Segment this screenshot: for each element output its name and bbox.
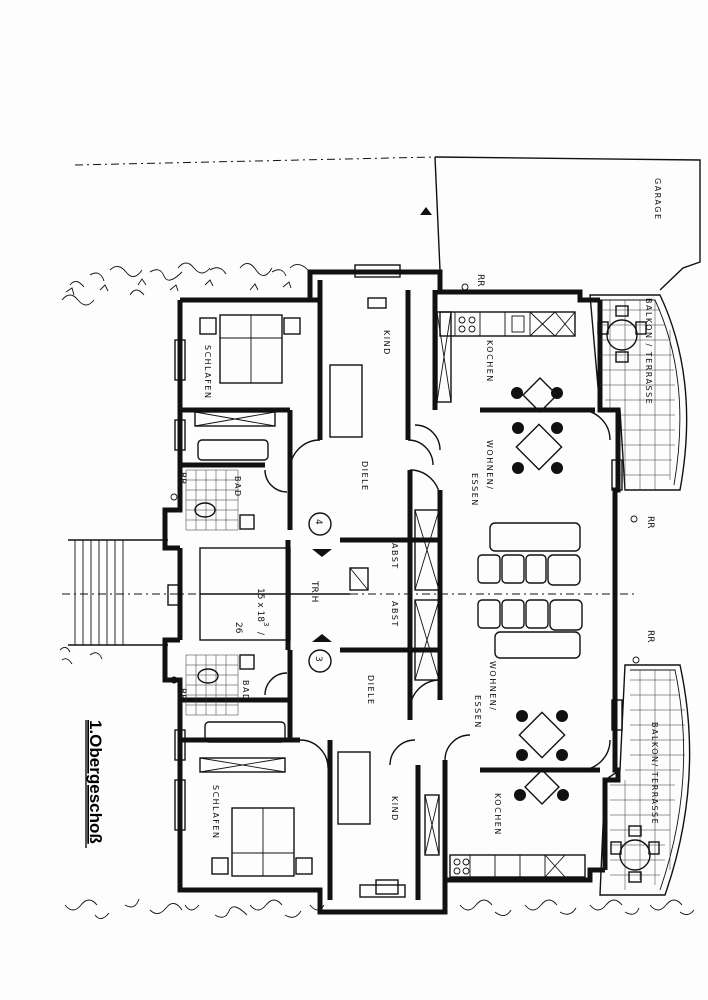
vegetation-left — [59, 647, 103, 665]
label-diele-bottom: DIELE — [366, 675, 375, 706]
label-bad-top: BAD — [233, 476, 242, 498]
label-rr-5: RR — [177, 688, 187, 701]
label-wohnen-bottom: WOHNEN/ — [488, 661, 497, 711]
entry-number-top: 4 — [313, 519, 323, 525]
label-stair-dims-a: 15 x 18 — [255, 588, 265, 622]
label-essen-top: ESSEN — [470, 473, 479, 507]
balcony-top — [589, 294, 688, 491]
label-garage: GARAGE — [653, 178, 662, 221]
label-abst-bottom: ABST — [390, 601, 399, 628]
garage-arrow-icon — [420, 207, 432, 215]
bed-bottom — [211, 807, 313, 877]
label-schlafen-top: SCHLAFEN — [203, 345, 212, 399]
bed-top — [199, 314, 301, 384]
interior-walls — [180, 280, 600, 900]
label-diele-top: DIELE — [360, 461, 369, 492]
label-stair-dims-sup: 3 — [262, 622, 270, 626]
garage: GARAGE — [420, 156, 701, 291]
vegetation-top — [61, 262, 309, 306]
label-rr-2: RR — [177, 472, 187, 485]
label-trh: TR H — [309, 580, 319, 602]
label-kind-top: KIND — [382, 330, 391, 356]
label-rr-1: RR — [475, 274, 485, 287]
staircase — [167, 547, 369, 642]
bathroom-bottom — [185, 654, 286, 743]
doors — [264, 409, 611, 771]
label-kind-bottom: KIND — [390, 796, 399, 822]
rr-marker — [461, 283, 469, 291]
stair-arrow-down-icon — [312, 634, 332, 642]
label-essen-bottom: ESSEN — [473, 695, 482, 729]
label-balkon-bottom: BALKON/ TERRASSE — [650, 722, 659, 825]
kind-beds — [329, 297, 399, 895]
label-balkon-top: BALKON / TERRASSE — [644, 298, 653, 405]
rr-marker — [170, 676, 178, 684]
label-rr-3: RR — [645, 516, 655, 529]
rr-marker — [630, 515, 638, 523]
stair-arrow-up-icon — [312, 549, 332, 557]
label-kochen-bottom: KOCHEN — [493, 793, 502, 836]
balcony-bottom — [599, 664, 691, 896]
label-wohnen-top: WOHNEN/ — [485, 440, 494, 490]
label-stair-dims-slash: / — [255, 632, 265, 636]
wardrobes — [194, 411, 440, 773]
dining-table-top — [511, 377, 563, 474]
plan-title: 1.Obergeschoß — [86, 720, 105, 844]
label-abst-top: ABST — [390, 543, 399, 570]
property-line — [74, 156, 436, 166]
label-bad-bottom: BAD — [241, 680, 250, 702]
entry-number-bottom: 3 — [313, 656, 323, 662]
label-stair-dims-c: 26 — [233, 622, 243, 634]
entrance-steps — [62, 539, 635, 646]
entry-number-circle-bottom — [308, 649, 332, 673]
dining-table-bottom — [514, 710, 569, 805]
label-schlafen-bottom: SCHLAFEN — [211, 785, 220, 839]
entry-number-circle-top — [308, 512, 332, 536]
rr-marker — [632, 656, 640, 664]
kitchen-counter-bottom — [424, 794, 586, 878]
vegetation-bottom — [64, 898, 695, 919]
bathroom-top — [185, 439, 269, 531]
sofa-set-bottom — [477, 599, 583, 659]
sofa-set-top — [477, 522, 581, 586]
label-kochen-top: KOCHEN — [485, 340, 494, 383]
rr-marker — [170, 493, 178, 501]
label-rr-4: RR — [645, 630, 655, 643]
kitchen-counter-top — [436, 311, 576, 403]
